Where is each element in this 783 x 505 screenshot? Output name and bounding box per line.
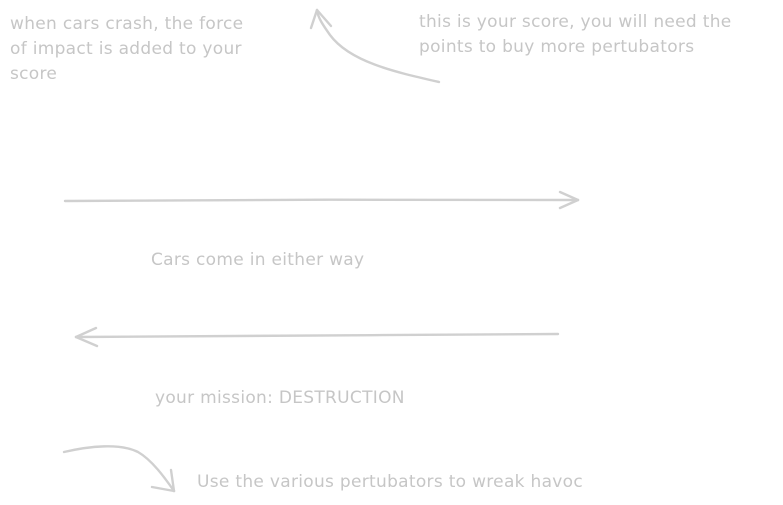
score-pointer-arrow bbox=[309, 8, 441, 84]
score-explanation-note: this is your score, you will need the po… bbox=[419, 12, 732, 57]
cars-direction-note: Cars come in either way bbox=[151, 250, 365, 270]
mission-note: your mission: DESTRUCTION bbox=[155, 388, 405, 408]
lane-arrow-right bbox=[63, 190, 580, 210]
pertubators-note: Use the various pertubators to wreak hav… bbox=[197, 472, 584, 492]
havoc-pointer-arrow bbox=[62, 445, 176, 493]
lane-arrow-left bbox=[74, 326, 560, 348]
crash-score-note: when cars crash, the force of impact is … bbox=[10, 14, 244, 84]
